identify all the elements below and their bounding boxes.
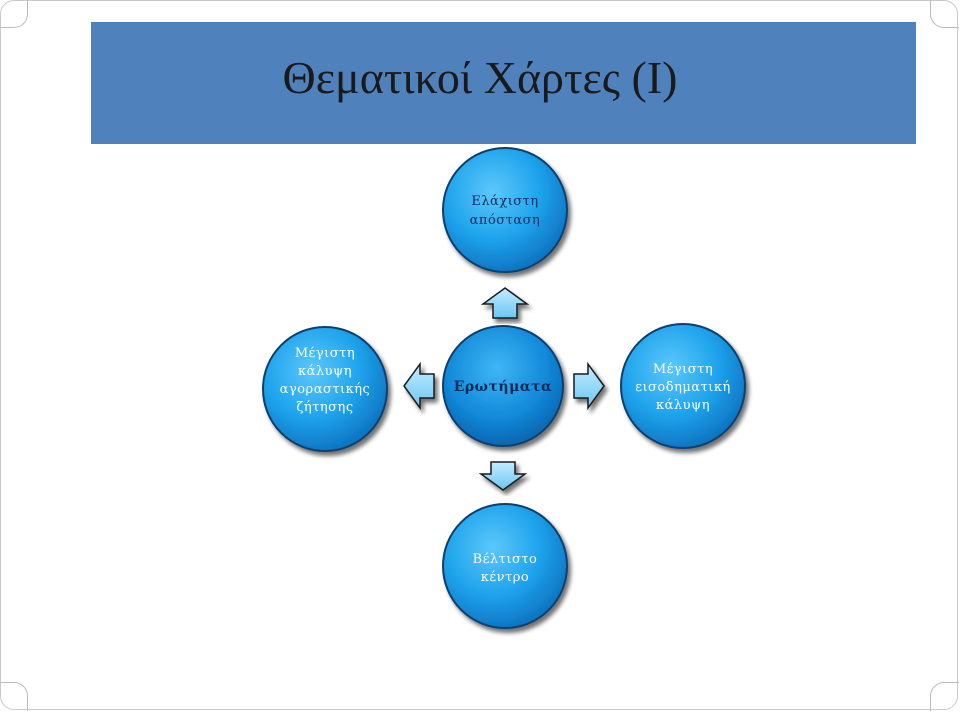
node-left-line-4: ζήτησης (296, 400, 353, 415)
node-right-line-3: κάλυψη (656, 398, 710, 413)
slide-title: Θεματικοί Χάρτες (Ι) (282, 52, 678, 103)
node-right: Μέγιστη εισοδηματική κάλυψη (620, 323, 746, 449)
arrow-right (573, 361, 605, 411)
node-top-line-2: απόσταση (470, 213, 541, 228)
node-left: Μέγιστη κάλυψη αγοραστικής ζήτησης (262, 326, 388, 452)
node-bottom-line-1: Βέλτιστο (473, 552, 538, 567)
node-right-line-2: εισοδηματική (635, 380, 731, 395)
corner-ornament (0, 682, 28, 711)
arrow-up (480, 287, 530, 319)
node-bottom-line-2: κέντρο (481, 570, 529, 585)
corner-ornament (930, 682, 959, 711)
corner-ornament (930, 0, 959, 28)
node-left-line-3: αγοραστικής (280, 382, 371, 397)
arrow-left (403, 361, 435, 411)
node-top-line-1: Ελάχιστη (471, 194, 538, 209)
node-bottom: Βέλτιστο κέντρο (442, 503, 568, 629)
node-right-line-1: Μέγιστη (653, 362, 713, 377)
center-label: Ερωτήματα (454, 379, 553, 395)
corner-ornament (0, 0, 28, 28)
title-band (91, 22, 916, 144)
arrow-down (478, 461, 528, 491)
node-left-line-1: Μέγιστη (295, 346, 355, 361)
node-top: Ελάχιστη απόσταση (442, 147, 568, 273)
node-center: Ερωτήματα (442, 325, 564, 447)
node-left-line-2: κάλυψη (298, 364, 352, 379)
